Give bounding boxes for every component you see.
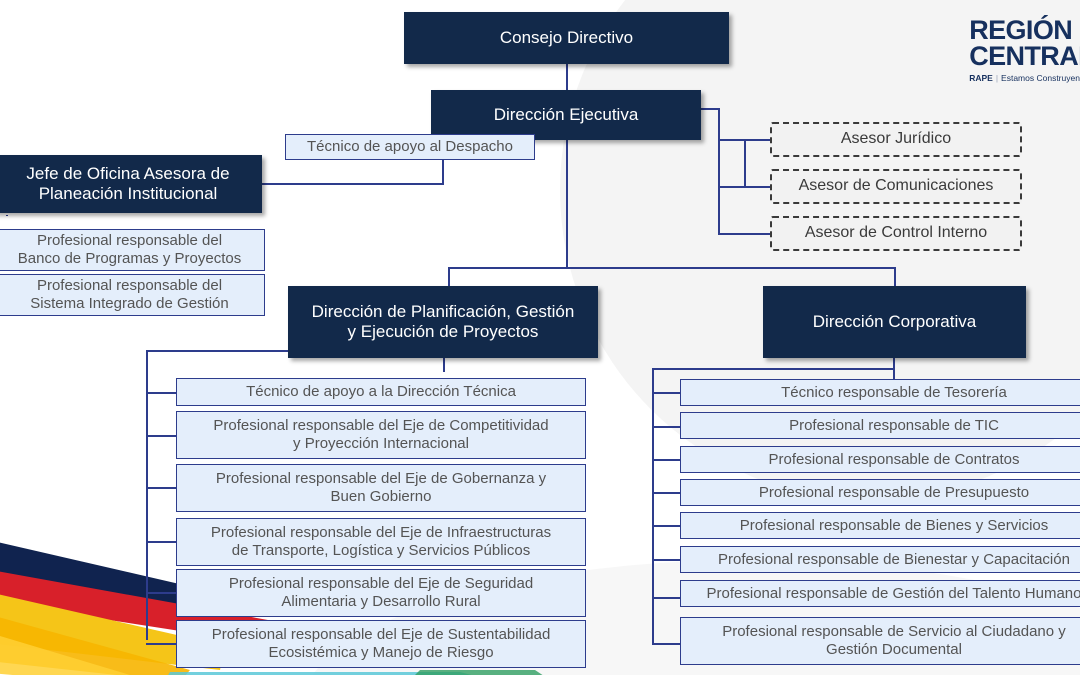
connector-planificacion-child-5 (146, 592, 176, 594)
node-label: Dirección Corporativa (812, 311, 977, 331)
node-responsable-tic[interactable]: Profesional responsable de TIC (680, 412, 1080, 439)
logo-tagline: RAPE|Estamos Construyendo (969, 73, 1080, 83)
node-label-line1: Profesional responsable de Bienes y Serv… (739, 516, 1049, 534)
node-responsable-bienestar-capacitacion[interactable]: Profesional responsable de Bienestar y C… (680, 546, 1080, 573)
node-label: Consejo Directivo (499, 27, 634, 47)
node-label-line1: Jefe de Oficina Asesora de (26, 163, 230, 183)
node-label-line1: Profesional responsable del Eje de Segur… (228, 575, 534, 593)
node-label-line1: Dirección de Planificación, Gestión (311, 301, 575, 321)
node-asesor-control-interno[interactable]: Asesor de Control Interno (770, 216, 1022, 251)
logo-tag-text: Estamos Construyendo (1001, 72, 1080, 83)
node-label-line2: Planeación Institucional (38, 184, 218, 203)
node-responsable-presupuesto[interactable]: Profesional responsable de Presupuesto (680, 479, 1080, 506)
node-direccion-ejecutiva[interactable]: Dirección Ejecutiva (431, 90, 701, 140)
node-responsable-bienes-servicios[interactable]: Profesional responsable de Bienes y Serv… (680, 512, 1080, 539)
node-label-line2: Banco de Programas y Proyectos (17, 250, 242, 267)
node-label-line1: Profesional responsable del Eje de Gober… (215, 470, 547, 488)
connector-planificacion-down (443, 358, 445, 372)
connector-planificacion-child-2 (146, 435, 176, 437)
connector-planificacion-child-6 (146, 643, 176, 645)
connector-directions-bus (448, 267, 896, 269)
connector-planificacion-child-1 (146, 392, 176, 394)
node-label-line1: Profesional responsable del Eje de Compe… (213, 417, 549, 435)
connector-asesor-control (718, 233, 770, 235)
node-label: Dirección Ejecutiva (493, 104, 639, 124)
node-tecnico-apoyo-despacho[interactable]: Técnico de apoyo al Despacho (285, 134, 535, 160)
connector-corporativa-child-8 (652, 643, 680, 645)
node-label-line2: y Ejecución de Proyectos (347, 322, 539, 341)
connector-ejecutiva-to-jefe-planeacion (262, 183, 444, 185)
node-eje-sustentabilidad[interactable]: Profesional responsable del Eje de Suste… (176, 620, 586, 668)
node-label-line1: Profesional responsable de Gestión del T… (706, 584, 1080, 602)
region-central-logo: REGIÓN CENTRAL RAPE|Estamos Construyendo (969, 15, 1080, 83)
connector-asesores-trunk (718, 108, 720, 234)
logo-line-2: CENTRAL (969, 40, 1080, 71)
node-label-line1: Profesional responsable del (36, 232, 223, 250)
connector-planeacion-trunk (6, 215, 8, 216)
connector-corporativa-child-5 (652, 525, 680, 527)
node-label-line1: Profesional responsable de Servicio al C… (722, 623, 1066, 641)
connector-corporativa-child-1 (652, 392, 680, 394)
node-label: Asesor de Comunicaciones (798, 177, 994, 195)
connector-corporativa-spine (652, 368, 654, 643)
node-label: Asesor de Control Interno (804, 224, 988, 242)
node-asesor-comunicaciones[interactable]: Asesor de Comunicaciones (770, 169, 1022, 204)
node-responsable-talento-humano[interactable]: Profesional responsable de Gestión del T… (680, 580, 1080, 607)
connector-ejecutiva-center-drop (566, 140, 568, 268)
connector-bus-to-planificacion (448, 267, 450, 286)
node-responsable-contratos[interactable]: Profesional responsable de Contratos (680, 446, 1080, 473)
node-label-line2: Sistema Integrado de Gestión (30, 295, 229, 312)
node-jefe-oficina-planeacion[interactable]: Jefe de Oficina Asesora de Planeación In… (0, 155, 262, 213)
connector-ejecutiva-to-asesores-stub (700, 108, 719, 110)
node-eje-infraestructuras[interactable]: Profesional responsable del Eje de Infra… (176, 518, 586, 566)
node-eje-gobernanza[interactable]: Profesional responsable del Eje de Gober… (176, 464, 586, 512)
logo-line-1: REGIÓN (969, 15, 1073, 45)
node-label: Técnico de apoyo al Despacho (307, 138, 513, 156)
connector-corporativa-child-2 (652, 426, 680, 428)
node-asesor-juridico[interactable]: Asesor Jurídico (770, 122, 1022, 157)
connector-corporativa-child-7 (652, 597, 680, 599)
node-tecnico-apoyo-direccion-tecnica[interactable]: Técnico de apoyo a la Dirección Técnica (176, 378, 586, 406)
connector-asesores-trunk-2 (744, 139, 746, 187)
node-label-line1: Profesional responsable del (36, 277, 223, 295)
connector-consejo-to-ejecutiva (566, 64, 568, 90)
node-sistema-integrado-gestion[interactable]: Profesional responsable del Sistema Inte… (0, 274, 265, 316)
node-direccion-corporativa[interactable]: Dirección Corporativa (763, 286, 1026, 358)
connector-bus-to-corporativa (894, 267, 896, 286)
node-label-line2: Buen Gobierno (330, 488, 432, 505)
node-label-line1: Técnico responsable de Tesorería (781, 383, 1007, 401)
connector-asesor-comunicaciones (718, 186, 770, 188)
connector-corporativa-child-4 (652, 492, 680, 494)
connector-corporativa-child-3 (652, 459, 680, 461)
node-label-line2: de Transporte, Logística y Servicios Púb… (231, 542, 531, 559)
node-eje-competitividad[interactable]: Profesional responsable del Eje de Compe… (176, 411, 586, 459)
node-label-line1: Técnico de apoyo a la Dirección Técnica (246, 383, 516, 401)
node-banco-programas-proyectos[interactable]: Profesional responsable del Banco de Pro… (0, 229, 265, 271)
flag-brushstroke-decoration (0, 542, 543, 675)
connector-corporativa-child-6 (652, 559, 680, 561)
node-label-line1: Profesional responsable de Presupuesto (758, 483, 1030, 501)
node-eje-seguridad-alimentaria[interactable]: Profesional responsable del Eje de Segur… (176, 569, 586, 617)
node-label-line2: Gestión Documental (826, 641, 962, 658)
node-responsable-servicio-ciudadano[interactable]: Profesional responsable de Servicio al C… (680, 617, 1080, 665)
logo-tag-brand: RAPE (969, 72, 993, 83)
node-label-line2: Alimentaria y Desarrollo Rural (281, 593, 481, 610)
logo-tag-separator: | (995, 72, 999, 83)
node-label-line1: Profesional responsable de TIC (789, 416, 999, 434)
node-tecnico-tesoreria[interactable]: Técnico responsable de Tesorería (680, 379, 1080, 406)
connector-planificacion-child-4 (146, 541, 176, 543)
node-label-line2: y Proyección Internacional (293, 435, 469, 452)
connector-planificacion-spine (146, 350, 148, 640)
node-direccion-planificacion[interactable]: Dirección de Planificación, Gestión y Ej… (288, 286, 598, 358)
node-label-line1: Profesional responsable de Bienestar y C… (718, 550, 1070, 568)
node-label-line1: Profesional responsable de Contratos (768, 450, 1020, 468)
node-label-line2: Ecosistémica y Manejo de Riesgo (268, 644, 494, 661)
node-label: Asesor Jurídico (840, 130, 952, 148)
node-label-line1: Profesional responsable del Eje de Suste… (211, 626, 551, 644)
node-label-line1: Profesional responsable del Eje de Infra… (210, 524, 552, 542)
connector-planificacion-child-3 (146, 487, 176, 489)
connector-corporativa-spine-top (652, 368, 894, 370)
node-consejo-directivo[interactable]: Consejo Directivo (404, 12, 729, 64)
connector-ejecutiva-left-drop (442, 140, 444, 184)
